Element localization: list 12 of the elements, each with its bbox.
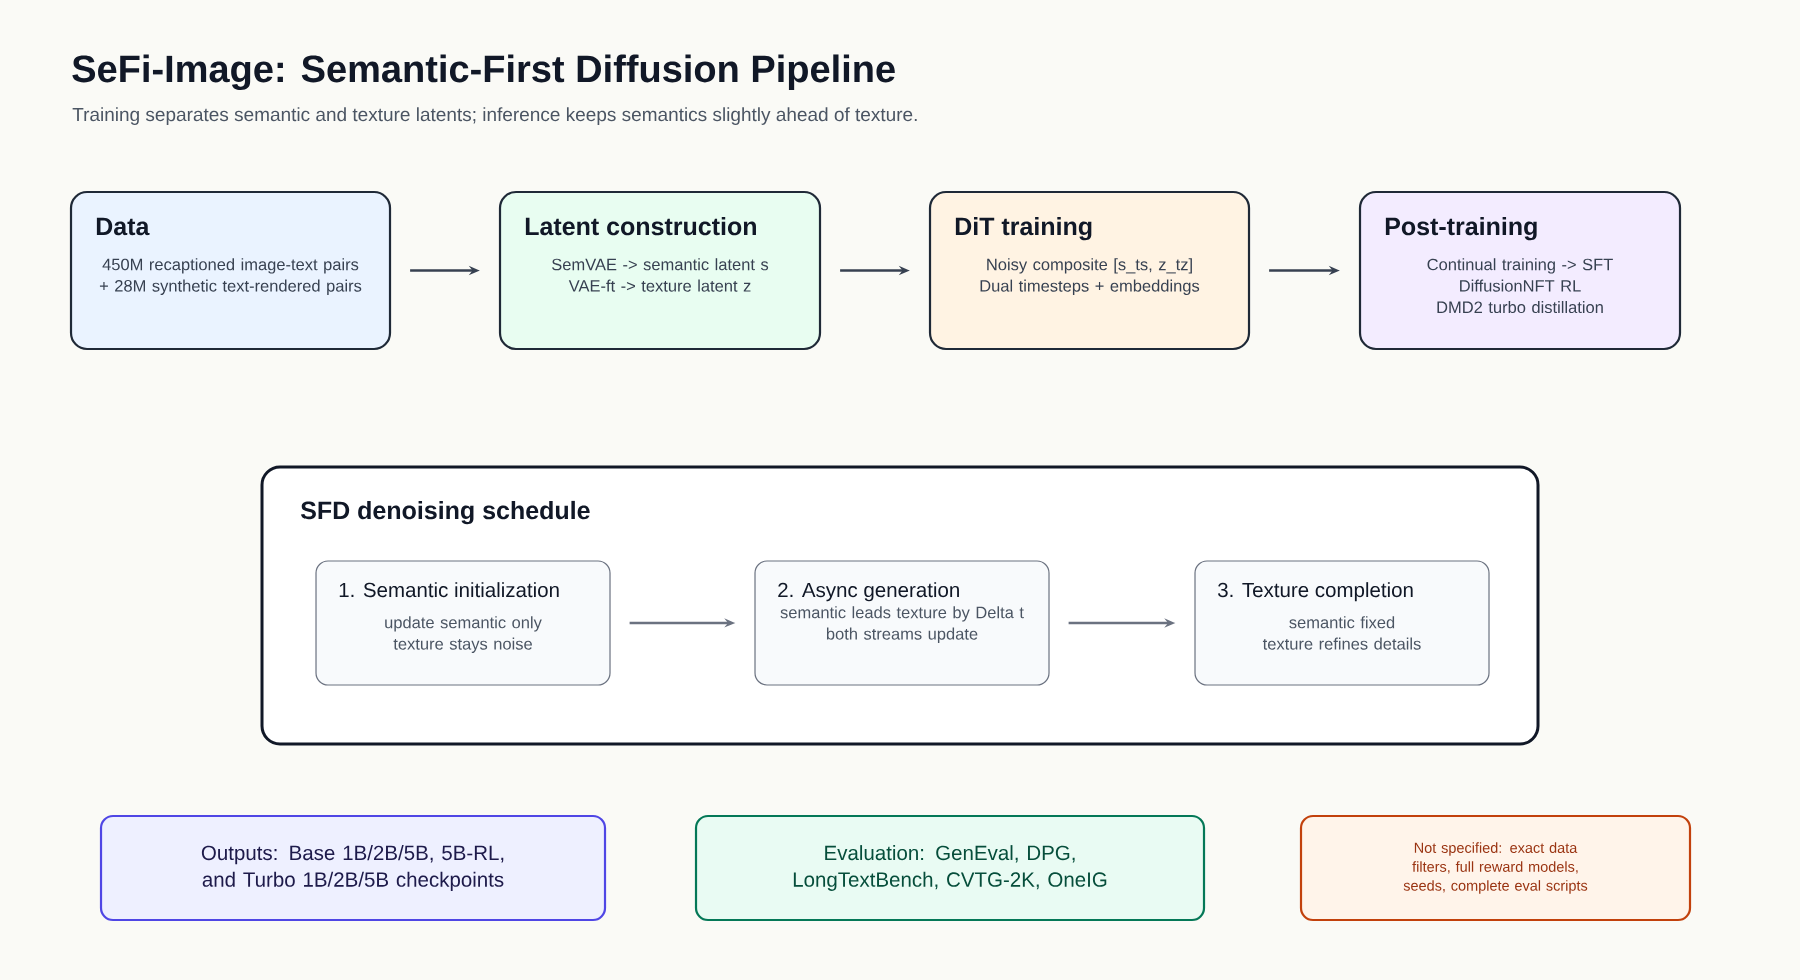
- process-box: Data 450M recaptioned image-text pairs + 28M synthetic text-rendered pairs: [69, 190, 392, 351]
- note-box: Evaluation: GenEval, DPG, LongTextBench, CVTG-2K, OneIG: [694, 814, 1206, 922]
- subtitle: Training separates semantic and texture latents; inference keeps semantics slightly ahead of texture.: [72, 107, 917, 125]
- note-box: Outputs: Base 1B/2B/5B, 5B-RL, and Turbo 1B/2B/5B checkpoints: [99, 814, 607, 922]
- step-box: 2. Async generation semantic leads texture by Delta t both streams update: [754, 560, 1050, 686]
- step-box: 1. Semantic initialization update semantic only texture stays noise: [315, 560, 611, 686]
- step-box: 3. Texture completion semantic fixed texture refines details: [1194, 560, 1490, 686]
- process-box: Post-training Continual training -> SFT DiffusionNFT RL DMD2 turbo distillation: [1358, 190, 1682, 351]
- note-box: Not specified: exact data filters, full reward models, seeds, complete eval scripts: [1299, 814, 1692, 922]
- title: SeFi-Image: Semantic-First Diffusion Pipeline: [72, 54, 895, 91]
- process-box: Latent construction SemVAE -> semantic latent s VAE-ft -> texture latent z: [498, 190, 822, 351]
- process-box: DiT training Noisy composite [s_ts, z_tz] Dual timesteps + embeddings: [928, 190, 1251, 351]
